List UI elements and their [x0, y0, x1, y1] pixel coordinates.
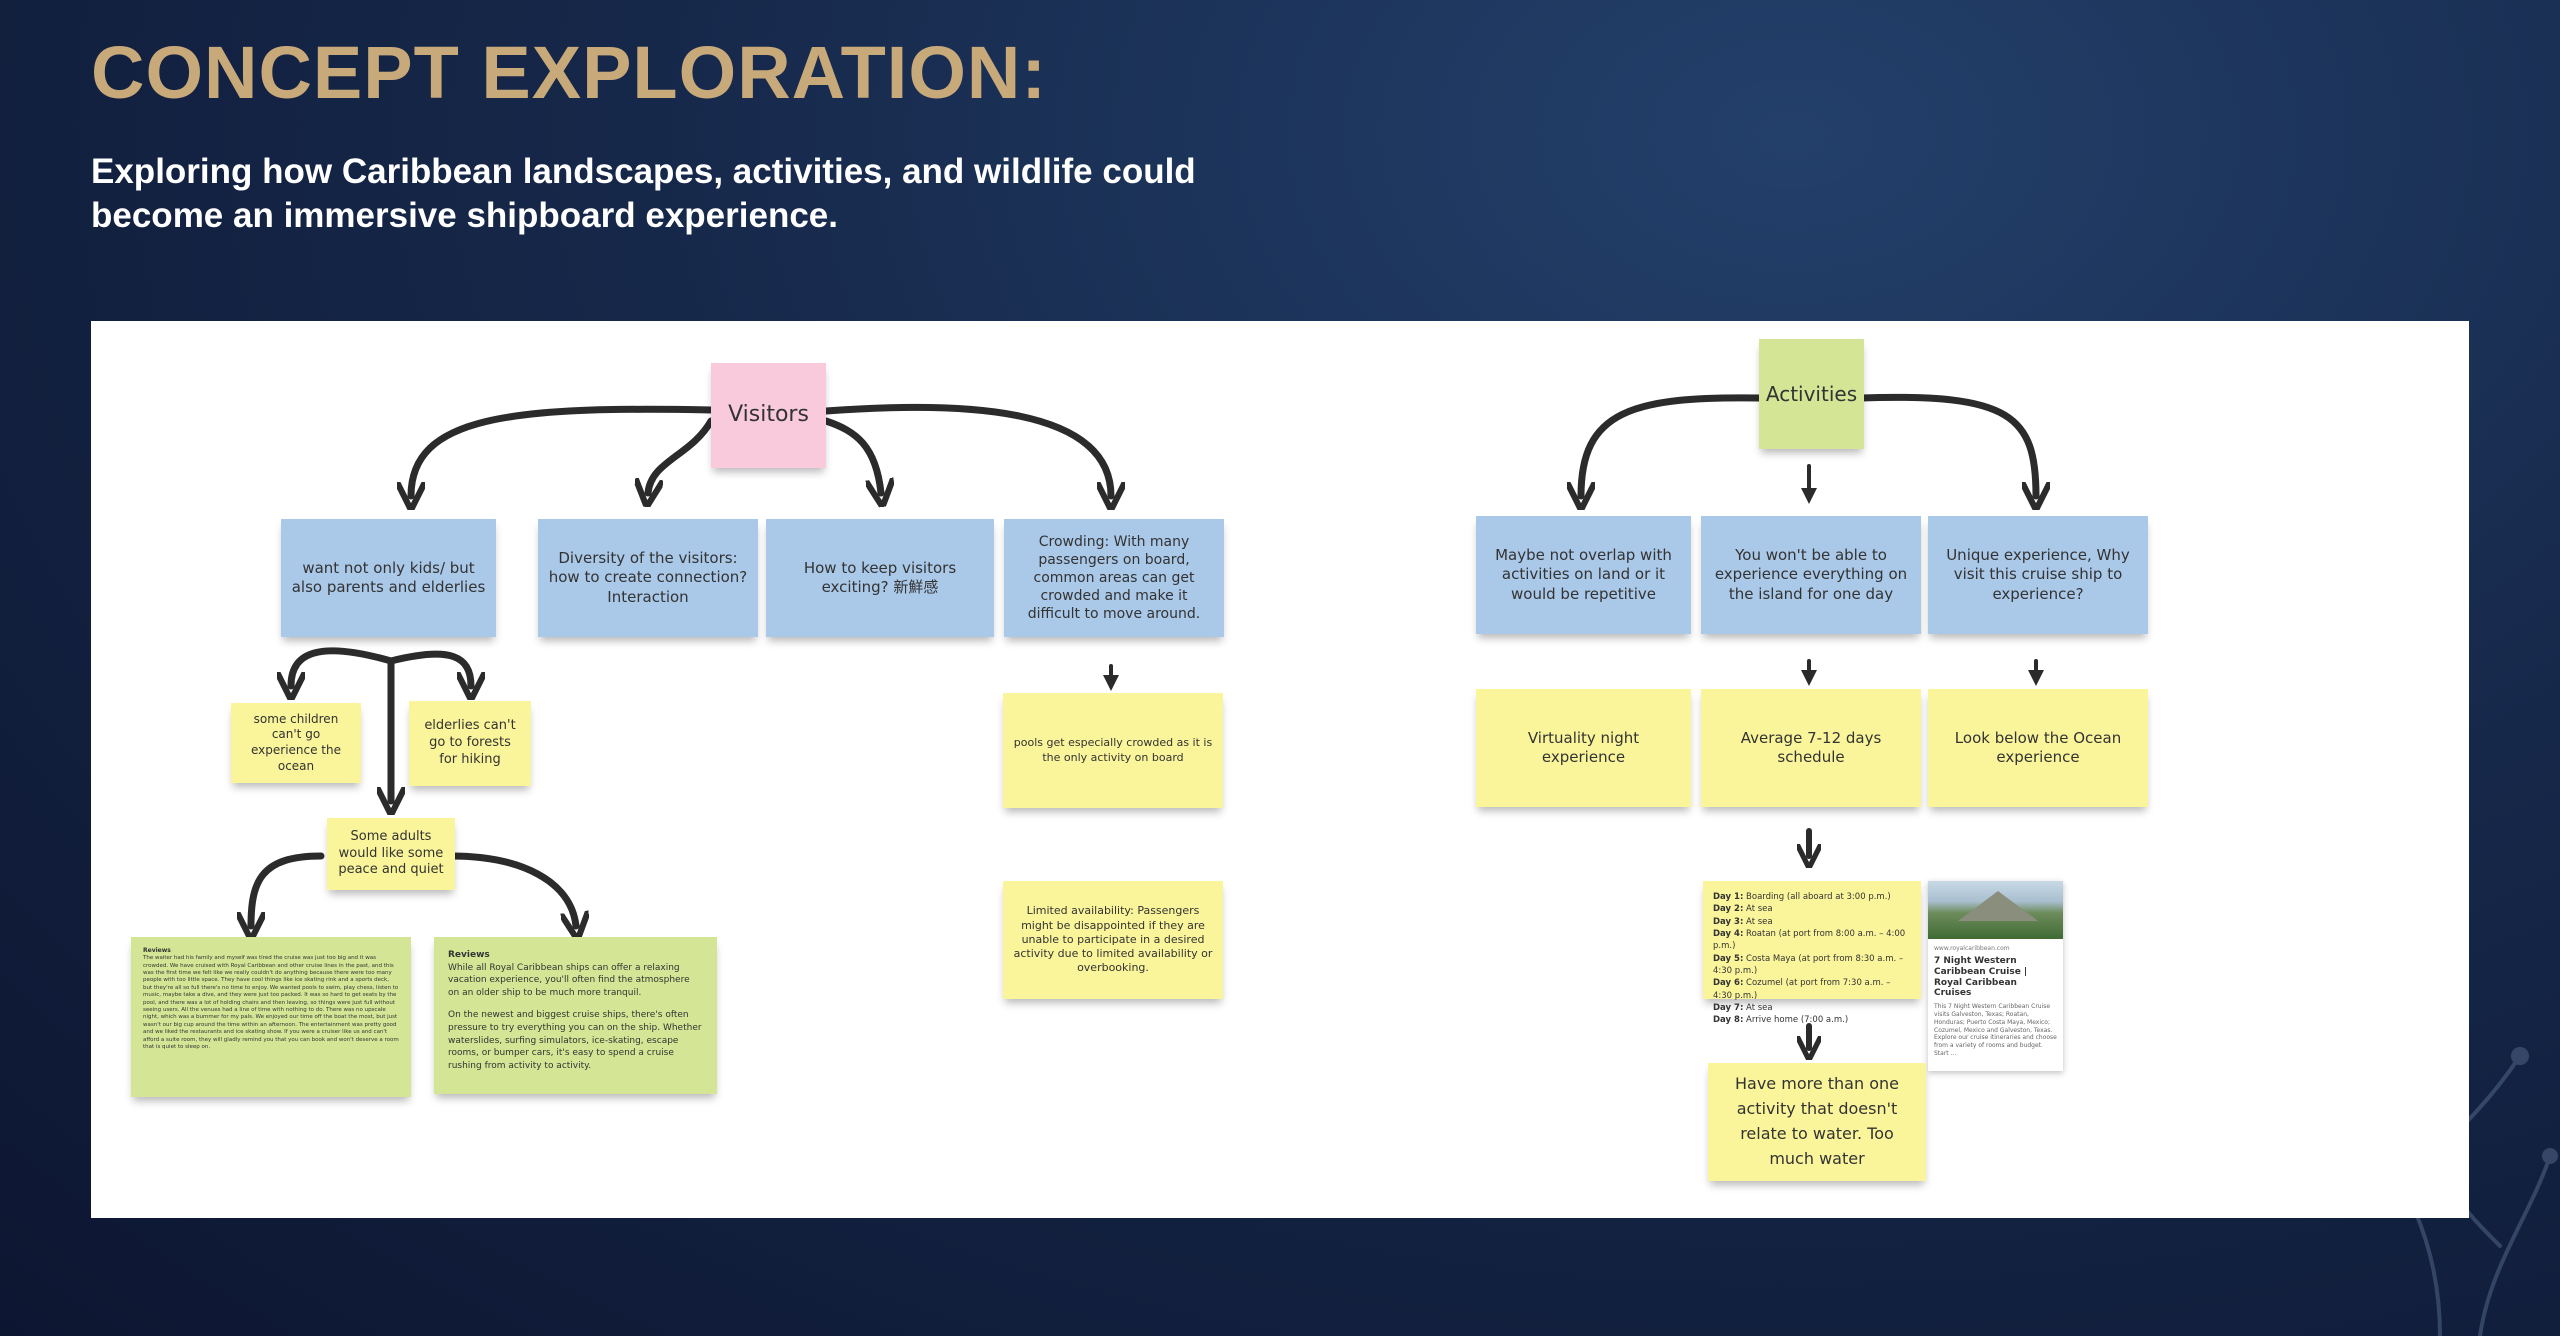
itinerary-row: Day 7: At sea [1713, 1002, 1911, 1014]
branch-note-diversity: Diversity of the visitors: how to create… [538, 519, 758, 637]
children-note: some children can't go experience the oc… [231, 703, 361, 783]
review-note-2: Reviews While all Royal Caribbean ships … [434, 937, 717, 1094]
water-activity-note: Have more than one activity that doesn't… [1708, 1063, 1926, 1181]
itinerary-row: Day 6: Cozumel (at port from 7:30 a.m. –… [1713, 977, 1911, 1002]
review-2-body-2: On the newest and biggest cruise ships, … [448, 1010, 702, 1071]
itinerary-day: Day 4: [1713, 928, 1744, 939]
cruise-link-card[interactable]: www.royalcaribbean.com 7 Night Western C… [1928, 881, 2063, 1071]
branch-note-one-day: You won't be able to experience everythi… [1701, 516, 1921, 634]
adults-note: Some adults would like some peace and qu… [327, 818, 455, 890]
water-activity-note-text: Have more than one activity that doesn't… [1735, 1074, 1899, 1168]
itinerary-day: Day 7: [1713, 1002, 1744, 1013]
itinerary-list: Day 1: Boarding (all aboard at 3:00 p.m.… [1713, 891, 1911, 1026]
page-subtitle: Exploring how Caribbean landscapes, acti… [91, 152, 1196, 235]
limited-availability-note: Limited availability: Passengers might b… [1003, 881, 1223, 999]
branch-note-diversity-text: Diversity of the visitors: how to create… [548, 548, 748, 606]
review-1-body: The waiter had his family and myself was… [143, 955, 399, 1051]
children-note-text: some children can't go experience the oc… [250, 711, 342, 773]
branch-note-exciting: How to keep visitors exciting? 新鮮感 [766, 519, 994, 637]
itinerary-day: Day 3: [1713, 916, 1744, 927]
itinerary-text: Boarding (all aboard at 3:00 p.m.) [1746, 892, 1891, 902]
itinerary-text: At sea [1746, 1002, 1773, 1013]
itinerary-day: Day 6: [1713, 978, 1744, 989]
below-ocean-note-text: Look below the Ocean experience [1954, 728, 2122, 767]
itinerary-text: At sea [1746, 916, 1773, 927]
branch-note-overlap-text: Maybe not overlap with activities on lan… [1495, 545, 1672, 603]
itinerary-row: Day 4: Roatan (at port from 8:00 a.m. – … [1713, 928, 1911, 953]
elderlies-note: elderlies can't go to forests for hiking [409, 701, 531, 786]
review-2-body-1: While all Royal Caribbean ships can offe… [448, 962, 690, 998]
itinerary-day: Day 5: [1713, 953, 1744, 964]
review-note-1: Reviews The waiter had his family and my… [131, 937, 411, 1097]
itinerary-day: Day 2: [1713, 904, 1744, 915]
cruise-card-title[interactable]: 7 Night Western Caribbean Cruise | Royal… [1934, 956, 2028, 999]
itinerary-text: Cozumel (at port from 7:30 a.m. – 4:30 p… [1713, 978, 1891, 1001]
review-1-heading: Reviews [143, 947, 171, 954]
visitors-root-label: Visitors [728, 402, 809, 428]
pools-note: pools get especially crowded as it is th… [1003, 693, 1223, 808]
cruise-card-source: www.royalcaribbean.com [1934, 945, 2010, 952]
whiteboard: Visitors want not only kids/ but also pa… [91, 321, 2469, 1218]
elderlies-note-text: elderlies can't go to forests for hiking [424, 718, 516, 767]
itinerary-row: Day 5: Costa Maya (at port from 8:30 a.m… [1713, 953, 1911, 978]
branch-note-unique: Unique experience, Why visit this cruise… [1928, 516, 2148, 634]
branch-note-unique-text: Unique experience, Why visit this cruise… [1946, 545, 2130, 603]
itinerary-note: Day 1: Boarding (all aboard at 3:00 p.m.… [1703, 881, 1921, 1025]
itinerary-row: Day 2: At sea [1713, 903, 1911, 915]
activities-root-label: Activities [1765, 382, 1858, 406]
cruise-card-image [1928, 881, 2063, 939]
limited-availability-note-text: Limited availability: Passengers might b… [1013, 904, 1213, 975]
itinerary-text: Arrive home (7:00 a.m.) [1746, 1015, 1849, 1026]
itinerary-text: Roatan (at port from 8:00 a.m. – 4:00 p.… [1713, 928, 1906, 952]
branch-note-one-day-text: You won't be able to experience everythi… [1714, 545, 1908, 603]
pools-note-text: pools get especially crowded as it is th… [1013, 736, 1213, 764]
branch-note-family-text: want not only kids/ but also parents and… [291, 558, 486, 597]
itinerary-text: At sea [1746, 904, 1773, 915]
branch-note-family: want not only kids/ but also parents and… [281, 519, 496, 637]
branch-note-crowding-text: Crowding: With many passengers on board,… [1027, 533, 1201, 623]
schedule-note-text: Average 7-12 days schedule [1740, 728, 1882, 767]
itinerary-text: Costa Maya (at port from 8:30 a.m. – 4:3… [1713, 953, 1904, 976]
visitors-root-note: Visitors [711, 363, 826, 468]
itinerary-day: Day 1: [1713, 892, 1744, 902]
itinerary-day: Day 8: [1713, 1015, 1744, 1026]
activities-root-note: Activities [1759, 339, 1864, 449]
virtuality-note-text: Virtuality night experience [1527, 728, 1640, 767]
branch-note-exciting-text: How to keep visitors exciting? 新鮮感 [803, 558, 957, 597]
below-ocean-note: Look below the Ocean experience [1928, 689, 2148, 807]
itinerary-row: Day 3: At sea [1713, 916, 1911, 928]
branch-note-overlap: Maybe not overlap with activities on lan… [1476, 516, 1691, 634]
page-title: CONCEPT EXPLORATION: [91, 31, 1047, 114]
review-2-heading: Reviews [448, 950, 490, 960]
itinerary-row: Day 8: Arrive home (7:00 a.m.) [1713, 1014, 1911, 1026]
branch-note-crowding: Crowding: With many passengers on board,… [1004, 519, 1224, 637]
schedule-note: Average 7-12 days schedule [1701, 689, 1921, 807]
adults-note-text: Some adults would like some peace and qu… [338, 828, 444, 878]
itinerary-row: Day 1: Boarding (all aboard at 3:00 p.m.… [1713, 891, 1911, 903]
connector-arrows [91, 393, 2469, 1218]
virtuality-note: Virtuality night experience [1476, 689, 1691, 807]
cruise-card-description: This 7 Night Western Caribbean Cruise vi… [1934, 1003, 2057, 1057]
